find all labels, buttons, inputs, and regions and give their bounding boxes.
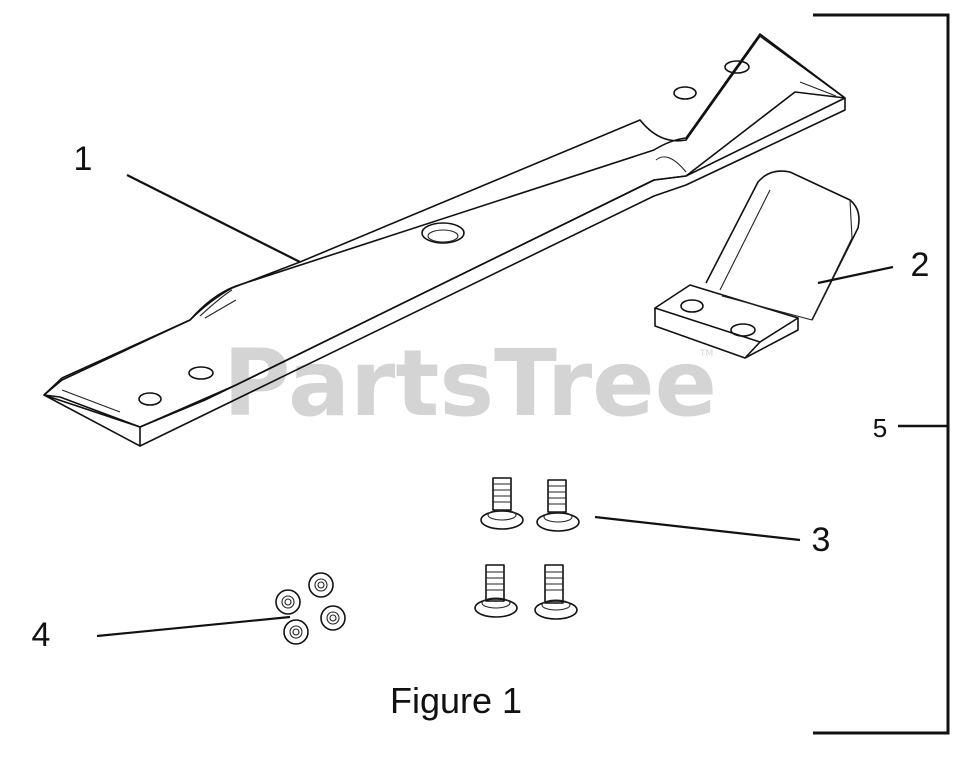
blade-icon[interactable] (43, 33, 846, 447)
leader-line-3 (594, 515, 801, 542)
blade-mount-hole (138, 392, 162, 406)
blade-mount-hole (188, 366, 214, 380)
callout-5[interactable]: 5 (873, 413, 887, 443)
blade-mount-hole (673, 86, 697, 100)
baffle-mount-hole (680, 299, 704, 313)
kit-bracket-icon[interactable] (813, 13, 950, 735)
trademark-mark: TM (699, 349, 713, 359)
bolt-icon[interactable] (474, 477, 580, 620)
blade-mount-hole (724, 60, 750, 74)
watermark-text: PartsTree (223, 330, 717, 437)
baffle-mount-hole (730, 323, 756, 337)
lock-nut-icon[interactable] (275, 572, 346, 645)
callout-2[interactable]: 2 (911, 246, 930, 284)
callout-4[interactable]: 4 (32, 616, 51, 654)
leader-line-1 (126, 174, 301, 263)
callout-3[interactable]: 3 (812, 521, 831, 559)
leader-line-4 (96, 615, 291, 638)
blade-center-hole (421, 222, 465, 244)
leader-line-2 (817, 265, 894, 285)
callout-1[interactable]: 1 (74, 140, 93, 178)
mulching-baffle-icon[interactable] (654, 170, 860, 359)
figure-caption: Figure 1 (390, 680, 522, 721)
